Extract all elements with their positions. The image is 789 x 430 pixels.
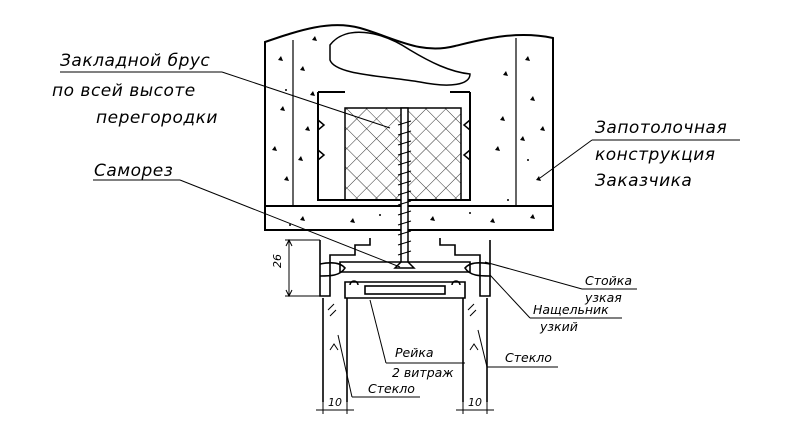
ceiling-label-line3: Заказчика bbox=[595, 171, 693, 191]
ceiling-label-line2: конструкция bbox=[595, 145, 716, 165]
dimension-lines bbox=[285, 238, 494, 414]
trim-label-line2: узкий bbox=[540, 319, 578, 334]
post-label-line1: Стойка bbox=[585, 273, 632, 288]
trim-label-line1: Нащельник bbox=[533, 302, 609, 317]
screw-label: Саморез bbox=[94, 161, 174, 181]
glass-panes bbox=[322, 298, 488, 402]
dimension-glass-left: 10 bbox=[328, 396, 342, 409]
beam-label-line3: перегородки bbox=[96, 108, 218, 128]
leader-lines bbox=[60, 71, 740, 398]
dimension-height: 26 bbox=[271, 254, 284, 268]
beam-label-line2: по всей высоте bbox=[52, 81, 196, 101]
beam-label-line1: Закладной брус bbox=[60, 51, 211, 71]
rail-label-line1: Рейка bbox=[395, 345, 434, 360]
rail-label-line2: 2 витраж bbox=[392, 365, 454, 380]
post-label-line2: узкая bbox=[585, 290, 622, 305]
dimension-glass-right: 10 bbox=[468, 396, 482, 409]
glass-bottom-label: Стекло bbox=[368, 381, 415, 396]
glass-right-label: Стекло bbox=[505, 350, 552, 365]
ceiling-label-line1: Запотолочная bbox=[595, 118, 728, 138]
concrete-dots bbox=[272, 36, 545, 226]
profile-assembly bbox=[319, 238, 491, 299]
